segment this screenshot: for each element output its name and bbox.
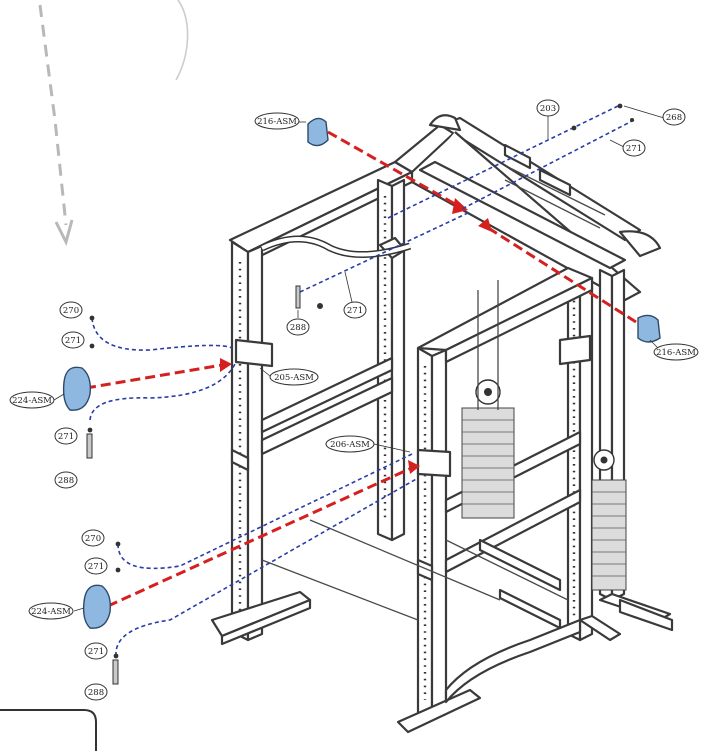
- red-arrowhead-2: [478, 218, 492, 232]
- label-271-c: 271: [88, 562, 104, 572]
- label-205-asm: 205-ASM: [274, 373, 314, 383]
- red-guide-right: [481, 222, 637, 324]
- blue-guide-top-2: [459, 119, 635, 211]
- pad-top-left: [307, 117, 329, 147]
- blue-guide-top-3: [299, 211, 471, 293]
- blue-guide-left-lower-a: [117, 453, 413, 570]
- callout-box: [0, 709, 97, 751]
- label-270-b: 270: [85, 534, 101, 544]
- red-guide-left-lower: [107, 464, 417, 608]
- label-224-asm-upper: 224-ASM: [12, 396, 52, 406]
- weight-stack-right: [591, 449, 627, 591]
- label-271-a: 271: [65, 336, 81, 346]
- blue-guide-left-upper-a: [91, 317, 233, 351]
- label-270-a: 270: [63, 306, 79, 316]
- label-203: 203: [540, 104, 556, 114]
- blue-guide-top-1: [387, 105, 619, 219]
- hardware-pieces: [86, 103, 634, 685]
- top-frame: [228, 114, 662, 302]
- blue-guide-left-lower-b: [115, 477, 419, 657]
- blue-guide-left-upper-b: [89, 361, 237, 421]
- decorative-curve: [175, 0, 189, 81]
- red-guide-left-upper: [85, 362, 229, 390]
- label-268-top: 268: [666, 113, 682, 123]
- gray-guide-arrow: [38, 4, 68, 226]
- gray-arrow-head: [54, 219, 74, 247]
- weight-stack-left: [461, 280, 515, 519]
- label-271-d: 271: [88, 647, 104, 657]
- label-216-asm-top: 216-ASM: [257, 117, 297, 127]
- red-arrowhead-3: [220, 358, 232, 372]
- label-271-b: 271: [58, 432, 74, 442]
- front-uprights: [396, 266, 594, 734]
- pad-left-upper: [62, 366, 92, 411]
- label-288-b: 288: [88, 688, 104, 698]
- pad-left-lower: [82, 584, 112, 629]
- red-arrowhead-4: [408, 460, 420, 474]
- pad-right: [637, 314, 661, 343]
- label-206-asm: 206-ASM: [330, 440, 370, 450]
- label-288-a: 288: [58, 476, 74, 486]
- red-arrowhead-1: [452, 198, 468, 214]
- left-uprights: [210, 178, 407, 646]
- label-288-mid: 288: [290, 323, 306, 333]
- label-224-asm-lower: 224-ASM: [31, 607, 71, 617]
- red-guide-top: [327, 130, 463, 210]
- label-271-top: 271: [626, 144, 642, 154]
- label-216-asm-right: 216-ASM: [656, 348, 696, 358]
- labels: 216-ASM 203 268 271 288 271 216-ASM 270 …: [9, 99, 699, 701]
- label-271-mid: 271: [347, 306, 363, 316]
